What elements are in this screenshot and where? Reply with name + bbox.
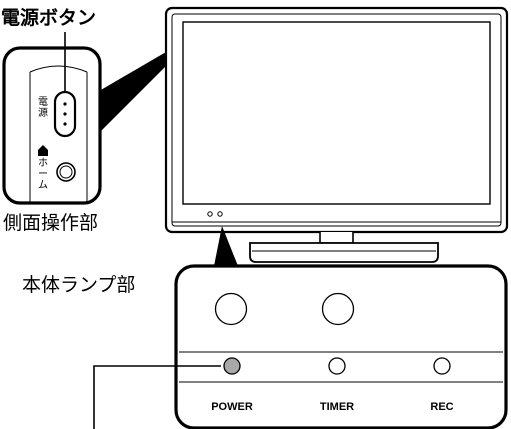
side-power-label: 電源 bbox=[38, 97, 48, 119]
tv-screen bbox=[182, 21, 491, 205]
tv-stand-base bbox=[249, 242, 439, 263]
lamp-callout-wedge bbox=[214, 226, 238, 266]
home-button-inner bbox=[59, 165, 73, 179]
lamp-label-power: POWER bbox=[211, 401, 253, 413]
tv-front-lamp-2 bbox=[217, 211, 223, 217]
side-controls-label: 側面操作部 bbox=[3, 212, 99, 234]
home-icon bbox=[38, 145, 48, 156]
side-panel-callout bbox=[2, 46, 102, 205]
power-button-label: 電源ボタン bbox=[1, 7, 97, 29]
power-button-dot-3 bbox=[63, 122, 67, 126]
tv-front-lamp-1 bbox=[207, 211, 213, 217]
lamp-panel-sensor-right bbox=[321, 292, 355, 326]
lamp-rec bbox=[433, 357, 451, 375]
lamp-label-rec: REC bbox=[430, 401, 454, 413]
side-callout-wedge bbox=[94, 52, 166, 138]
tv-stand-neck bbox=[319, 232, 354, 244]
lamp-panel-sensor-left bbox=[214, 292, 248, 326]
power-button-dot-2 bbox=[63, 112, 67, 116]
lamp-panel-callout bbox=[174, 264, 508, 429]
tv-bezel-inner bbox=[171, 13, 502, 227]
side-panel-top-curve bbox=[29, 65, 88, 73]
lamp-power bbox=[223, 357, 241, 375]
body-lamps-label: 本体ランプ部 bbox=[22, 274, 136, 296]
power-lamp-leader bbox=[93, 365, 221, 429]
side-home-label: ホーム bbox=[38, 158, 48, 191]
lamp-timer bbox=[328, 357, 346, 375]
power-button-dot-1 bbox=[63, 102, 67, 106]
lamp-label-timer: TIMER bbox=[319, 401, 355, 413]
